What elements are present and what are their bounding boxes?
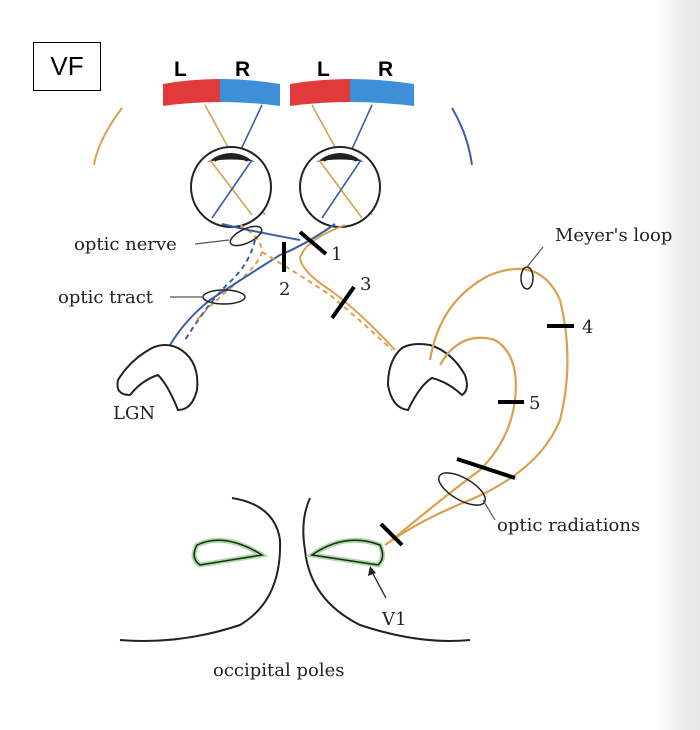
meyers-loop-label: Meyer's loop [555, 225, 672, 246]
v1-arrowhead [368, 566, 376, 576]
optic-tract-callout-ellipse [202, 289, 246, 305]
right-eye-left-field-header: L [317, 58, 330, 81]
lesion-3-number: 3 [360, 274, 371, 295]
left-eye-right-field-segment [220, 79, 280, 106]
lesion-v1-bar [379, 522, 404, 547]
meyers-loop-leader-line [526, 246, 544, 268]
lesion-1-bar [298, 230, 328, 256]
optic-nerve-callout-ellipse [229, 225, 263, 247]
lesion-3-bar [330, 285, 356, 320]
left-eye-left-field-segment [163, 79, 220, 106]
lesion-2-number: 2 [279, 279, 290, 300]
optic-nerve-leader-line [194, 239, 230, 245]
right-calcarine-outline [310, 539, 384, 566]
right-eye [299, 146, 381, 228]
lesion-4-number: 4 [582, 317, 593, 338]
lgn-label: LGN [113, 403, 155, 424]
right-lgn [386, 343, 468, 412]
left-eye [190, 146, 272, 228]
lesion-radiations-bar [456, 457, 516, 480]
right-edge-shading [655, 0, 700, 730]
occipital-lobes [119, 497, 471, 642]
right-eye-field-bar [290, 79, 414, 106]
right-eye-right-field-segment [350, 79, 414, 106]
optic-radiations-callout-ellipse [438, 472, 486, 506]
optic-nerve-label: optic nerve [74, 234, 177, 255]
left-eye-right-field-header: R [235, 58, 251, 81]
left-v1-highlight [191, 537, 270, 568]
right-eye-left-field-segment [290, 79, 350, 106]
lesion-1-number: 1 [331, 244, 342, 265]
optic-tract-label: optic tract [58, 287, 154, 308]
v1-leader-arrow [371, 571, 387, 599]
left-outer-field-arc [93, 107, 123, 166]
v1-label: V1 [381, 609, 406, 630]
optic-radiations-label: optic radiations [497, 515, 640, 536]
right-eye-right-field-header: R [378, 58, 394, 81]
right-occipital-outline [302, 497, 471, 642]
left-lgn [116, 344, 199, 412]
left-occipital-outline [119, 497, 282, 642]
optic-radiations-leader-line [482, 499, 496, 521]
lesion-5-number: 5 [529, 393, 540, 414]
left-eye-left-field-header: L [174, 58, 187, 81]
lesion-markers [282, 230, 574, 547]
left-calcarine-outline [193, 539, 265, 566]
visual-field-label: VF [33, 42, 101, 91]
occipital-poles-label: occipital poles [213, 660, 344, 681]
left-eye-field-bar [163, 79, 280, 106]
right-v1-highlight [305, 537, 386, 568]
right-outer-field-arc [451, 107, 473, 166]
